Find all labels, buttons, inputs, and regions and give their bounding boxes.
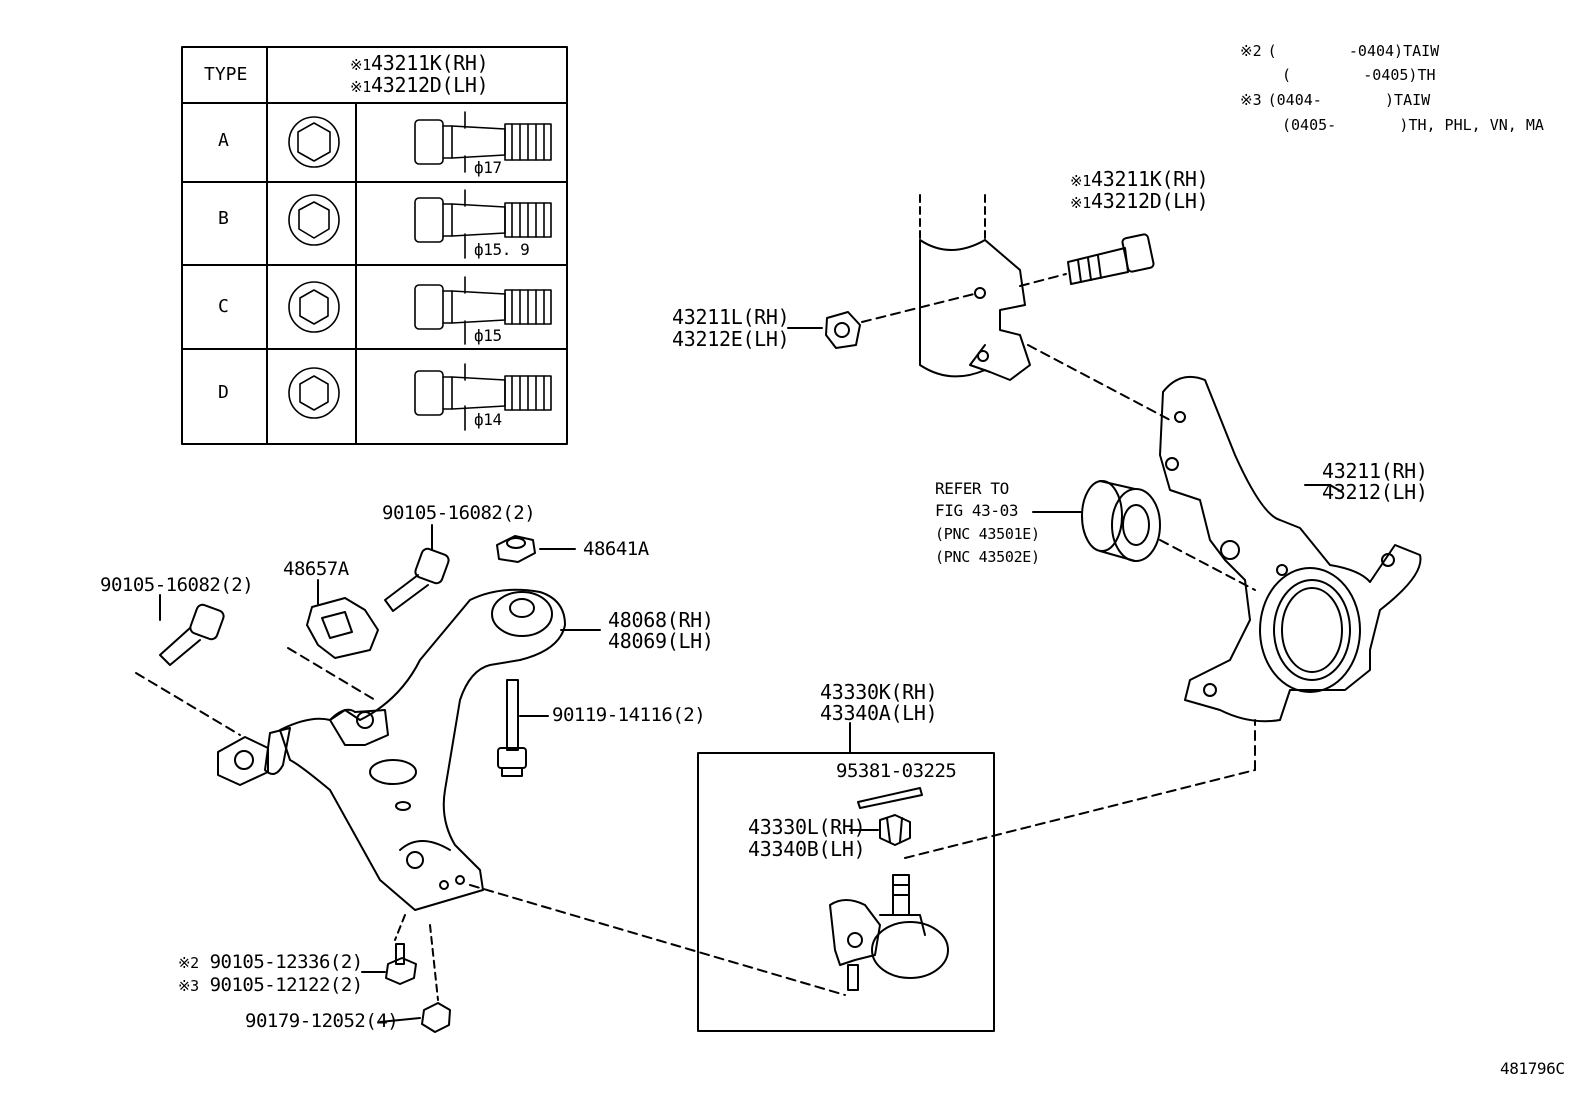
table-header-mark-2: ※1 (350, 78, 371, 96)
label-mark: ※1 (1070, 194, 1091, 212)
label-bolt-43211K[interactable]: ※143211K(RH) (1070, 167, 1209, 192)
note-row-1: ※2 ( -0404)TAIW (1240, 42, 1439, 60)
label-text: 43212D(LH) (1091, 189, 1209, 213)
steering-knuckle (1159, 376, 1422, 723)
table-bolt-drawings (288, 111, 552, 431)
table-row-c-type: C (218, 296, 229, 317)
note-range: ( -0404) (1267, 42, 1404, 60)
table-header-part-rh: ※143211K(RH) (350, 51, 489, 76)
note-market: TAIW (1394, 91, 1431, 109)
lower-control-arm (217, 588, 566, 911)
nut-90179 (421, 1002, 451, 1033)
label-refer-1: REFER TO (935, 479, 1009, 498)
note-mark: ※3 (1240, 91, 1262, 109)
nut-48641A (496, 535, 536, 563)
bolt-90105-mid (384, 547, 450, 612)
note-row-3: ※3 (0404- )TAIW (1240, 91, 1430, 109)
ball-joint (829, 874, 949, 991)
label-bolt-90105-left[interactable]: 90105-16082(2) (100, 574, 254, 596)
label-bjnut-43330L[interactable]: 43330L(RH) (748, 815, 866, 839)
label-bjnut-43340B[interactable]: 43340B(LH) (748, 837, 866, 861)
bolt-type-table (181, 46, 568, 445)
figure-id: 481796C (1500, 1059, 1565, 1078)
label-arm-48068[interactable]: 48068(RH) (608, 608, 714, 632)
label-mark: ※2 (178, 954, 199, 972)
label-text: 90105-12122(2) (209, 974, 364, 996)
table-header-type: TYPE (204, 64, 248, 85)
bolt-90105-12336 (385, 943, 417, 985)
table-row-a-type: A (218, 130, 229, 151)
label-pin-95381[interactable]: 95381-03225 (836, 760, 957, 782)
label-refer-2[interactable]: FIG 43-03 (935, 501, 1019, 520)
note-row-2: ( -0405)TH (1282, 66, 1436, 84)
note-range: (0404- ) (1267, 91, 1395, 109)
label-mark: ※3 (178, 977, 199, 995)
bolt-90119 (497, 679, 527, 777)
cotter-pin (857, 787, 923, 809)
ball-joint-kit-box (697, 752, 995, 1032)
label-nut-48641A[interactable]: 48641A (583, 538, 649, 560)
bolt-43211K (1067, 233, 1155, 285)
label-arm-48069[interactable]: 48069(LH) (608, 629, 714, 653)
table-row-b-type: B (218, 208, 229, 229)
label-bolt-90105-12336[interactable]: ※2 90105-12336(2) (178, 952, 363, 974)
note-market: TH, PHL, VN, MA (1408, 116, 1544, 134)
stopper-48657A (306, 597, 379, 659)
table-row-b-dia: ф15. 9 (474, 240, 530, 259)
label-stopper-48657A[interactable]: 48657A (283, 558, 349, 580)
label-knuckle-43211[interactable]: 43211(RH) (1322, 459, 1428, 483)
table-row-d-type: D (218, 382, 229, 403)
table-header-part-lh-text: 43212D(LH) (371, 73, 489, 97)
label-balljoint-43340A[interactable]: 43340A(LH) (820, 701, 938, 725)
label-nut-43212E[interactable]: 43212E(LH) (672, 327, 790, 351)
label-bolt-90119[interactable]: 90119-14116(2) (552, 704, 706, 726)
table-header-part-lh: ※143212D(LH) (350, 73, 489, 98)
table-row-d-dia: ф14 (474, 410, 502, 429)
note-range: (0405- ) (1282, 116, 1409, 134)
label-bolt-43212D[interactable]: ※143212D(LH) (1070, 189, 1209, 214)
nut-43211L (825, 311, 861, 349)
label-nut-90179[interactable]: 90179-12052(4) (245, 1010, 399, 1032)
label-bolt-90105-top[interactable]: 90105-16082(2) (382, 502, 536, 524)
label-nut-43211L[interactable]: 43211L(RH) (672, 305, 790, 329)
table-header-part-rh-text: 43211K(RH) (371, 51, 489, 75)
table-row-c-dia: ф15 (474, 326, 502, 345)
castle-nut (879, 814, 911, 846)
label-refer-pnc-2: (PNC 43502E) (935, 548, 1040, 566)
table-row-a-dia: ф17 (474, 158, 502, 177)
note-row-4: (0405- )TH, PHL, VN, MA (1282, 116, 1544, 134)
note-market: TH (1417, 66, 1436, 84)
table-header-mark: ※1 (350, 56, 371, 74)
label-refer-pnc-1: (PNC 43501E) (935, 525, 1040, 543)
strut-bracket (919, 194, 1031, 381)
hub-bearing (1081, 480, 1161, 562)
note-mark: ※2 (1240, 42, 1262, 60)
label-mark: ※1 (1070, 172, 1091, 190)
note-range: ( -0405) (1282, 66, 1418, 84)
label-balljoint-43330K[interactable]: 43330K(RH) (820, 680, 938, 704)
label-knuckle-43212[interactable]: 43212(LH) (1322, 480, 1428, 504)
label-text: 90105-12336(2) (209, 951, 364, 973)
label-text: 43211K(RH) (1091, 167, 1209, 191)
note-market: TAIW (1403, 42, 1440, 60)
bolt-90105-left (159, 603, 225, 666)
label-bolt-90105-12122[interactable]: ※3 90105-12122(2) (178, 975, 363, 997)
